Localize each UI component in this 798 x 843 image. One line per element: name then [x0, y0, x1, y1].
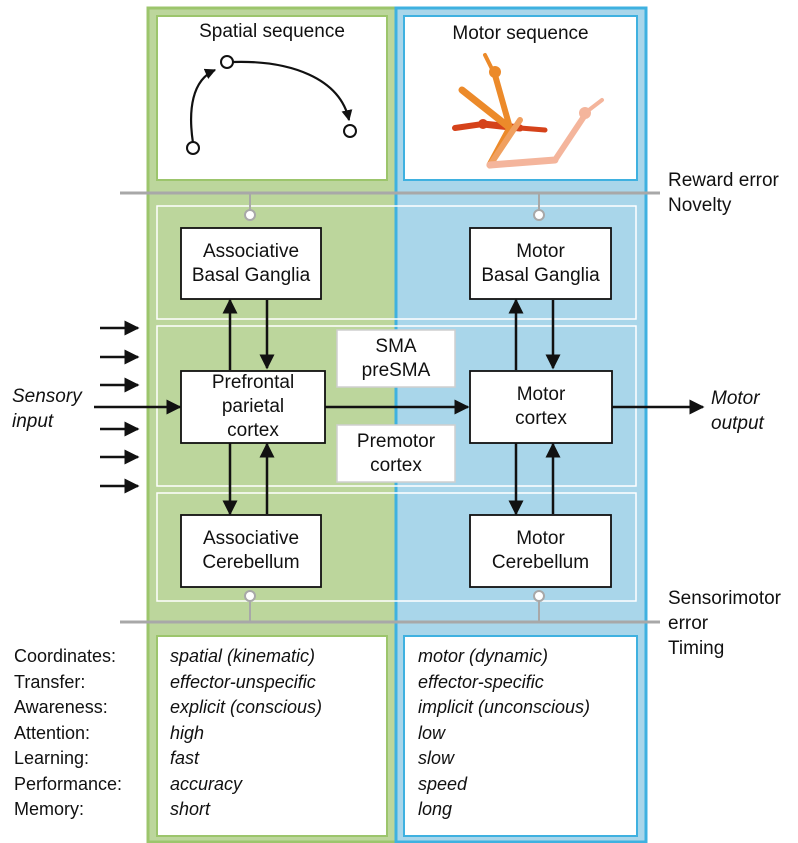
- table-row-motor-value: long: [418, 799, 453, 819]
- sma-presma-label: SMA preSMA: [361, 335, 431, 381]
- table-row-spatial-value: high: [170, 722, 205, 743]
- associative-basal-ganglia-box: [180, 227, 322, 300]
- table-row-label: Awareness:: [14, 697, 108, 717]
- motor-basal-ganglia-label: Motor Basal Ganglia: [481, 240, 600, 286]
- premotor-cortex-label: Premotor cortex: [356, 430, 436, 476]
- table-row-spatial-value: explicit (conscious): [170, 697, 323, 717]
- motor-sequence-panel: [403, 15, 638, 181]
- spatial-mid-point: [220, 55, 234, 69]
- sensorimotor-error-timing-label: Sensorimotor error Timing: [668, 588, 781, 659]
- premotor-cortex-box: [336, 424, 456, 483]
- motor-output-label: Motor output: [711, 388, 764, 434]
- connection-arrows: [94, 298, 705, 516]
- prefrontal-parietal-cortex-label: Prefrontal parietal cortex: [211, 372, 295, 441]
- spatial-end-point: [343, 124, 357, 138]
- cerebellum-band: [156, 492, 637, 602]
- motor-cortex-box: [469, 370, 613, 444]
- motor-cortex-label: Motor cortex: [515, 384, 567, 429]
- motor-cerebellum-box: [469, 514, 612, 588]
- table-row-label: Attention:: [14, 722, 91, 743]
- spatial-sequence-path: [190, 60, 353, 144]
- table-row-motor-value: low: [418, 722, 446, 743]
- reward-error-novelty-label: Reward error Novelty: [668, 170, 779, 216]
- table-row-spatial-value: accuracy: [170, 773, 243, 794]
- table-row-label: Coordinates:: [14, 646, 117, 666]
- sma-presma-box: [336, 329, 456, 388]
- spatial-start-point: [186, 141, 200, 155]
- reward-connector-right: [533, 209, 545, 221]
- spatial-table-panel: [156, 635, 388, 837]
- motor-sequence-title: Motor sequence: [452, 23, 589, 44]
- table-row-spatial-value: effector-unspecific: [170, 671, 316, 692]
- reward-connector-left: [244, 209, 256, 221]
- table-row-motor-value: slow: [418, 748, 455, 768]
- table-row-motor-value: effector-specific: [418, 671, 544, 692]
- associative-basal-ganglia-label: Associative Basal Ganglia: [191, 240, 311, 286]
- motor-basal-ganglia-box: [469, 227, 612, 300]
- sensory-input-label: Sensory input: [12, 386, 82, 432]
- associative-cerebellum-label: Associative Cerebellum: [202, 528, 300, 573]
- motor-sequence-arm: [452, 53, 604, 169]
- table-row-spatial-value: spatial (kinematic): [170, 646, 316, 666]
- associative-cerebellum-box: [180, 514, 322, 588]
- table-row-label: Performance:: [14, 773, 123, 794]
- basal-ganglia-band: [156, 205, 637, 320]
- table-row-motor-value: motor (dynamic): [418, 646, 549, 666]
- error-connector-right: [533, 590, 545, 602]
- table-row-motor-value: speed: [418, 773, 468, 794]
- table-row-label: Transfer:: [14, 671, 86, 692]
- table-row-label: Learning:: [14, 748, 90, 768]
- error-connector-left: [244, 590, 256, 602]
- motor-cerebellum-label: Motor Cerebellum: [491, 528, 590, 573]
- table-row-label: Memory:: [14, 799, 85, 819]
- prefrontal-parietal-cortex-box: [180, 370, 326, 444]
- spatial-sequence-title: Spatial sequence: [199, 21, 345, 42]
- motor-table-panel: [403, 635, 638, 837]
- table-row-motor-value: implicit (unconscious): [418, 697, 591, 717]
- table-row-spatial-value: short: [170, 799, 211, 819]
- table-row-spatial-value: fast: [170, 748, 200, 768]
